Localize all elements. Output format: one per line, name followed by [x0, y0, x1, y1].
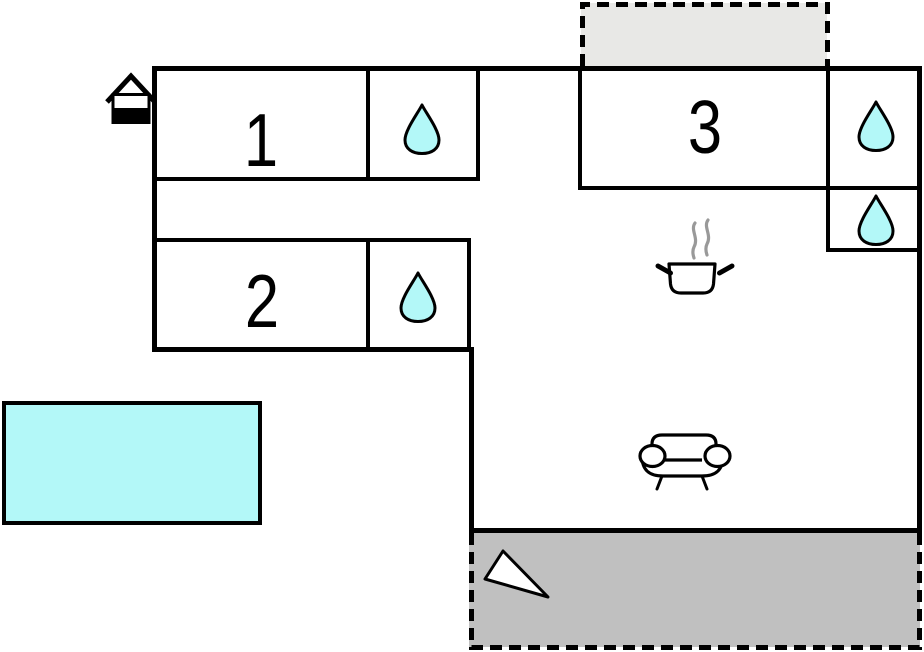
terrace-bottom: [469, 533, 922, 650]
water-drop-shape: [857, 194, 895, 246]
wall-exterior-rooms-bottom: [152, 347, 474, 352]
room-3-label: 3: [687, 84, 723, 169]
wall-bath4-bottom: [826, 248, 922, 252]
terrace-top: [580, 2, 830, 66]
water-drop-icon: [399, 271, 437, 323]
wall-room1-bottom: [152, 177, 480, 181]
sofa-armrest-left: [638, 443, 667, 469]
wall-bath3-divider: [826, 66, 830, 252]
room-1-label: 1: [243, 97, 279, 182]
wall-bath1-right: [476, 66, 480, 181]
wall-room1-bath-divider: [366, 66, 370, 181]
triangle-marker: [483, 549, 550, 599]
wall-exterior-right: [917, 66, 922, 533]
swimming-pool: [2, 401, 262, 525]
wall-exterior-mid-vertical: [469, 347, 474, 533]
terrace-top-fill: [581, 3, 827, 66]
water-drop-icon: [857, 100, 895, 152]
wall-exterior-top: [152, 66, 922, 71]
steam-line: [704, 218, 711, 257]
water-drop-shape: [399, 271, 437, 323]
sofa-leg-left: [655, 474, 664, 491]
sofa-leg-right: [700, 474, 709, 491]
wall-exterior-living-bottom: [469, 528, 922, 533]
water-drop-icon: [403, 103, 441, 155]
water-drop-icon: [857, 194, 895, 246]
room-2-label: 2: [244, 258, 280, 343]
water-drop-shape: [403, 103, 441, 155]
terrace-top-dashed-border: [580, 2, 830, 66]
wall-exterior-left: [152, 66, 157, 352]
house-door: [113, 108, 149, 123]
water-drop-shape: [857, 100, 895, 152]
pot-body: [667, 262, 717, 295]
sofa-icon: [638, 433, 732, 491]
wall-room3-left: [578, 66, 582, 190]
wall-room3-bottom: [578, 186, 922, 190]
pot-handle-left: [655, 263, 673, 276]
steaming-pot-icon: [655, 218, 735, 295]
terrace-bottom-dashed-border: [469, 533, 922, 650]
terrace-bottom-fill: [469, 533, 920, 647]
wall-bath2-right: [467, 238, 471, 352]
sofa-armrest-right: [703, 443, 732, 469]
sofa-backrest: [650, 433, 718, 462]
pot-handle-right: [717, 263, 735, 276]
house-entrance-icon: [105, 72, 156, 124]
steam-line: [691, 221, 698, 260]
wall-room2-bath-divider: [366, 238, 370, 352]
wall-room2-top: [152, 238, 471, 242]
